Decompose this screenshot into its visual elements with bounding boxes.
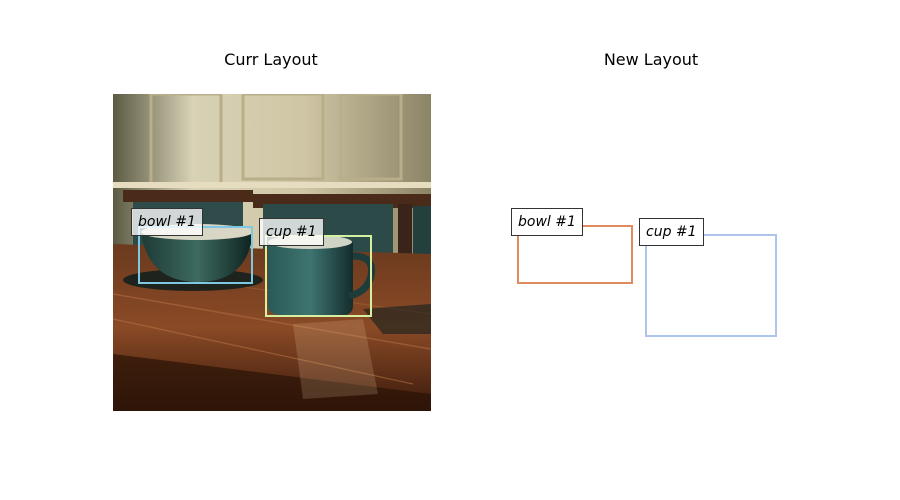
cup-label-new: cup #1 [639, 218, 704, 246]
cup-bounding-box-new [645, 234, 777, 337]
bowl-label-new: bowl #1 [511, 208, 583, 236]
bowl-label-current: bowl #1 [131, 208, 203, 236]
cup-label-current: cup #1 [259, 218, 324, 246]
cup-bounding-box-current [265, 235, 372, 317]
panel-title-new-layout: New Layout [603, 50, 699, 69]
panel-title-current-layout: Curr Layout [224, 50, 318, 69]
